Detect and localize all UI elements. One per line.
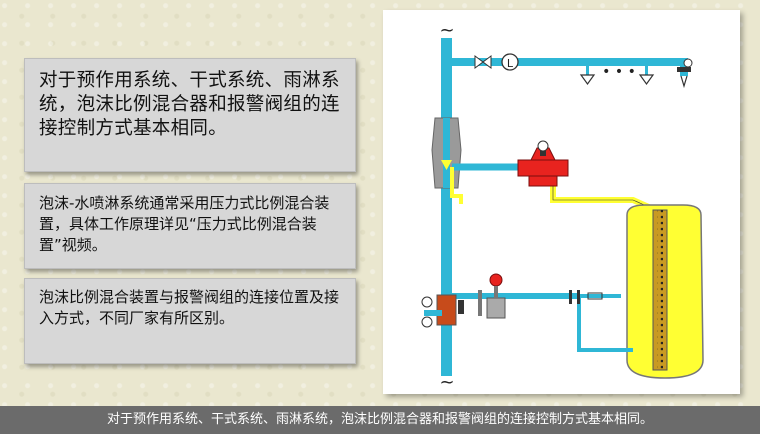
piping-diagram: • • • L ~ ~	[421, 20, 704, 393]
text-box-3: 泡沫比例混合装置与报警阀组的连接位置及接入方式，不同厂家有所区别。	[24, 278, 356, 364]
paragraph-1: 对于预作用系统、干式系统、雨淋系统，泡沫比例混合器和报警阀组的连接控制方式基本相…	[39, 70, 340, 139]
foam-supply-pipe	[550, 175, 653, 211]
valve-gauge-icon	[537, 140, 549, 152]
sprinkler-head-icon	[579, 74, 596, 86]
paragraph-2: 泡沫-水喷淋系统通常采用压力式比例混合装置，具体工作原理详见“压力式比例混合装置…	[39, 194, 330, 254]
pipe-break-bottom: ~	[439, 372, 454, 393]
pressure-switch-icon	[489, 273, 503, 287]
inline-valve	[569, 290, 603, 304]
top-branch-pipe	[452, 58, 688, 66]
subtitle-caption: 对于预作用系统、干式系统、雨淋系统，泡沫比例混合器和报警阀组的连接控制方式基本相…	[0, 406, 760, 434]
foam-control-valve	[517, 140, 569, 187]
main-riser-pipe	[441, 38, 452, 376]
alarm-valve-group	[421, 273, 506, 328]
end-test-valve	[677, 58, 693, 89]
sprinkler-dots: • • •	[602, 64, 636, 80]
text-box-2: 泡沫-水喷淋系统通常采用压力式比例混合装置，具体工作原理详见“压力式比例混合装置…	[24, 183, 356, 269]
retard-chamber	[486, 297, 506, 319]
sprinkler-heads	[579, 66, 655, 86]
pipe-break-top: ~	[439, 20, 454, 41]
pressure-gauge-icon	[683, 58, 693, 68]
system-diagram-panel: • • • L ~ ~	[383, 10, 740, 394]
foam-concentrate-line	[450, 167, 463, 204]
sprinkler-head-icon	[638, 74, 655, 86]
alarm-gauge-icon	[421, 296, 433, 308]
gate-valve-icon	[474, 55, 492, 69]
flow-meter-icon	[501, 53, 519, 71]
paragraph-3: 泡沫比例混合装置与报警阀组的连接位置及接入方式，不同厂家有所区别。	[39, 288, 340, 327]
flow-meter-label: L	[507, 57, 514, 70]
foam-proportioner	[431, 117, 462, 189]
foam-tank	[626, 204, 704, 379]
tank-inlet-pipe-lower	[577, 296, 633, 352]
text-box-1: 对于预作用系统、干式系统、雨淋系统，泡沫比例混合器和报警阀组的连接控制方式基本相…	[24, 58, 356, 172]
alarm-gauge-icon	[421, 316, 433, 328]
